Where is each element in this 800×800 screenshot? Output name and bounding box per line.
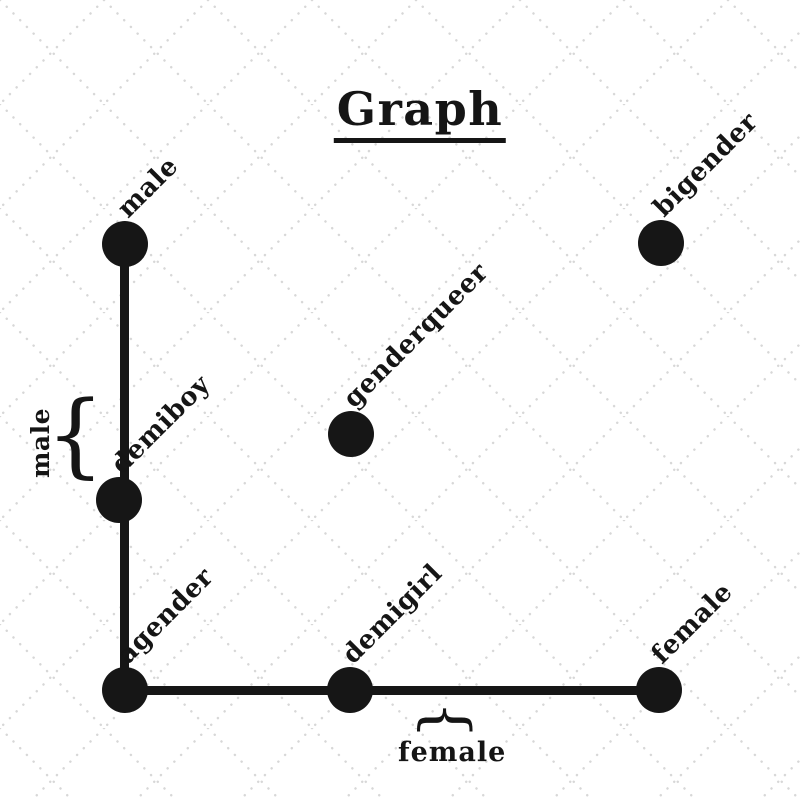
edge-male-agender [120,242,129,692]
node-genderqueer [328,411,374,457]
node-label-genderqueer: genderqueer [337,257,495,414]
node-agender [102,667,148,713]
node-male [102,221,148,267]
left-brace-label: male [26,407,55,479]
bottom-brace-icon: { [412,700,483,740]
node-label-bigender: bigender [647,106,764,223]
left-brace-icon: { [46,381,105,488]
node-demiboy [96,477,142,523]
bottom-brace-label: female [398,737,507,768]
node-label-demigirl: demigirl [336,558,449,670]
node-bigender [638,220,684,266]
node-label-male: male [111,151,185,224]
node-female [636,667,682,713]
node-demigirl [327,667,373,713]
edge-agender-female [123,686,661,695]
page-title: Graph [333,82,507,143]
node-label-female: female [645,577,739,670]
